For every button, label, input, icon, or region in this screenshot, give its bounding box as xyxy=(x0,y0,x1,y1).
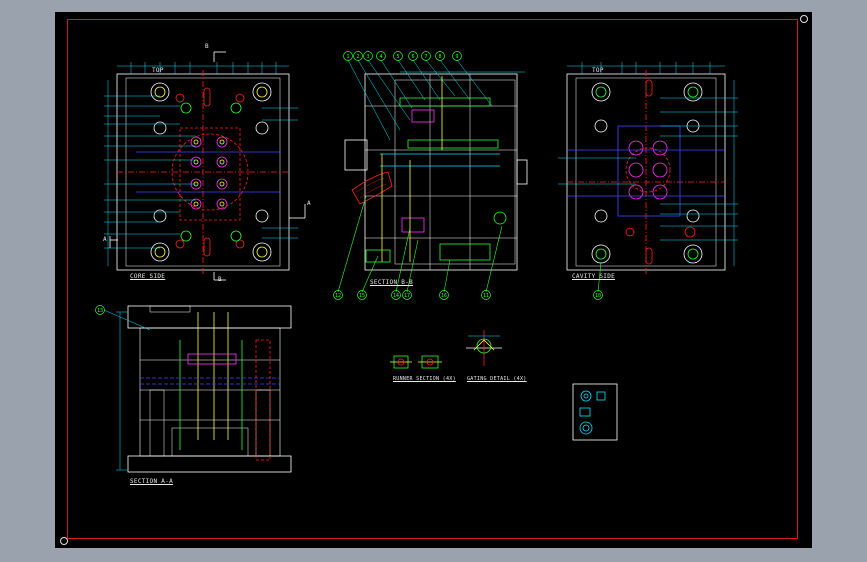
balloon-marker xyxy=(363,51,373,61)
balloon-number: 9 xyxy=(455,54,458,60)
cavity-side-label: CAVITY SIDE xyxy=(572,273,616,280)
balloon-marker xyxy=(402,290,412,300)
balloon-marker xyxy=(408,51,418,61)
projection-symbol xyxy=(572,383,618,441)
section-aa-view xyxy=(103,305,292,473)
balloon-marker xyxy=(393,51,403,61)
balloon-number: 7 xyxy=(424,54,427,60)
balloon-number: 16 xyxy=(441,293,447,299)
balloon-number: 5 xyxy=(396,54,399,60)
balloon-number: 11 xyxy=(483,293,489,299)
section-marker-a-right: A xyxy=(307,200,311,207)
balloon-marker xyxy=(452,51,462,61)
top-label-core: TOP xyxy=(152,67,164,74)
balloon-number: 3 xyxy=(366,54,369,60)
balloon-number: 14 xyxy=(393,293,399,299)
section-aa-label: SECTION A-A xyxy=(130,478,174,485)
balloon-marker xyxy=(421,51,431,61)
core-side-label: CORE SIDE xyxy=(130,273,166,280)
corner-marker xyxy=(60,537,68,545)
balloon-number: 10 xyxy=(595,293,601,299)
balloon-marker xyxy=(333,290,343,300)
gating-detail-label: GATING DETAIL (4X) xyxy=(467,376,527,382)
corner-marker xyxy=(800,15,808,23)
core-side-view xyxy=(104,51,306,281)
section-bb-view xyxy=(337,59,528,293)
balloon-number: 4 xyxy=(379,54,382,60)
balloon-number: 8 xyxy=(438,54,441,60)
balloon-marker xyxy=(439,290,449,300)
runner-section-detail xyxy=(390,355,442,369)
balloon-marker xyxy=(95,305,105,315)
section-marker-a-left: A xyxy=(103,236,107,243)
section-bb-label: SECTION B-B xyxy=(370,279,414,286)
drawing-canvas[interactable] xyxy=(55,12,812,548)
balloon-marker xyxy=(376,51,386,61)
top-label-cavity: TOP xyxy=(592,67,604,74)
section-marker-b-top: B xyxy=(205,43,209,50)
balloon-number: 13 xyxy=(97,308,103,314)
balloon-marker xyxy=(353,51,363,61)
drawing-border xyxy=(67,19,798,539)
balloon-number: 6 xyxy=(411,54,414,60)
gating-detail xyxy=(466,330,502,366)
cavity-side-view xyxy=(558,62,738,293)
balloon-marker xyxy=(593,290,603,300)
balloon-number: 2 xyxy=(356,54,359,60)
balloon-marker xyxy=(391,290,401,300)
balloon-number: 15 xyxy=(359,293,365,299)
balloon-number: 12 xyxy=(335,293,341,299)
balloon-number: 17 xyxy=(404,293,410,299)
balloon-marker xyxy=(435,51,445,61)
runner-section-label: RUNNER SECTION (4X) xyxy=(393,376,456,382)
balloon-marker xyxy=(357,290,367,300)
section-marker-b-bottom: B xyxy=(218,276,222,283)
balloon-marker xyxy=(481,290,491,300)
balloon-number: 1 xyxy=(346,54,349,60)
balloon-marker xyxy=(343,51,353,61)
